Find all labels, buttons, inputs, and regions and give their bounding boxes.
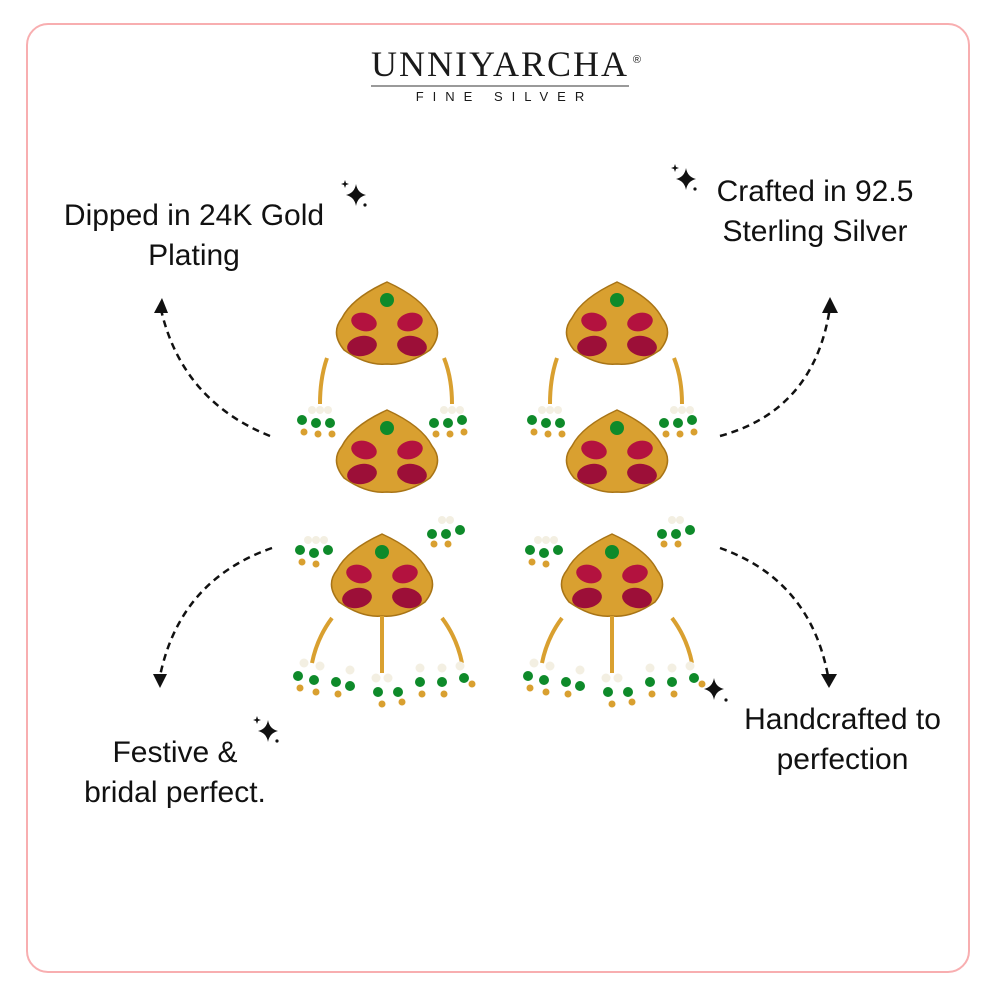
- feature-line: Sterling Silver: [722, 215, 908, 248]
- earring-right-image: [523, 281, 706, 708]
- feature-line: Dipped in 24K Gold: [63, 199, 325, 232]
- sparkle-icon: [253, 716, 279, 743]
- feature-line: bridal perfect.: [84, 776, 266, 809]
- feature-line: perfection: [776, 743, 909, 776]
- feature-line: Handcrafted to: [744, 703, 941, 736]
- feature-handcrafted: Handcrafted to perfection: [720, 700, 965, 780]
- earring-left-image: [293, 281, 476, 708]
- brand-name-text: UNNIYARCHA: [370, 44, 629, 84]
- feature-gold-plating: Dipped in 24K Gold Plating: [40, 196, 348, 276]
- feature-sterling-silver: Crafted in 92.5 Sterling Silver: [700, 172, 930, 252]
- sparkle-icon: [671, 164, 697, 191]
- brand-divider: [371, 85, 629, 87]
- brand-logo: UNNIYARCHA® FINE SILVER: [0, 46, 1000, 104]
- page-frame: [26, 23, 970, 973]
- registered-mark: ®: [632, 54, 643, 66]
- feature-festive: Festive & bridal perfect.: [60, 733, 290, 813]
- brand-tagline: FINE SILVER: [415, 89, 594, 104]
- arrow-up-left-icon: [158, 304, 271, 438]
- feature-line: Plating: [148, 239, 240, 272]
- arrow-down-right-icon: [719, 546, 830, 677]
- brand-name: UNNIYARCHA®: [370, 44, 641, 84]
- feature-line: Crafted in 92.5: [716, 175, 914, 208]
- arrow-down-left-icon: [158, 546, 273, 677]
- sparkle-icon: [341, 180, 367, 207]
- arrow-up-right-icon: [719, 306, 832, 438]
- sparkle-icon: [704, 678, 728, 702]
- feature-line: Festive &: [112, 736, 238, 769]
